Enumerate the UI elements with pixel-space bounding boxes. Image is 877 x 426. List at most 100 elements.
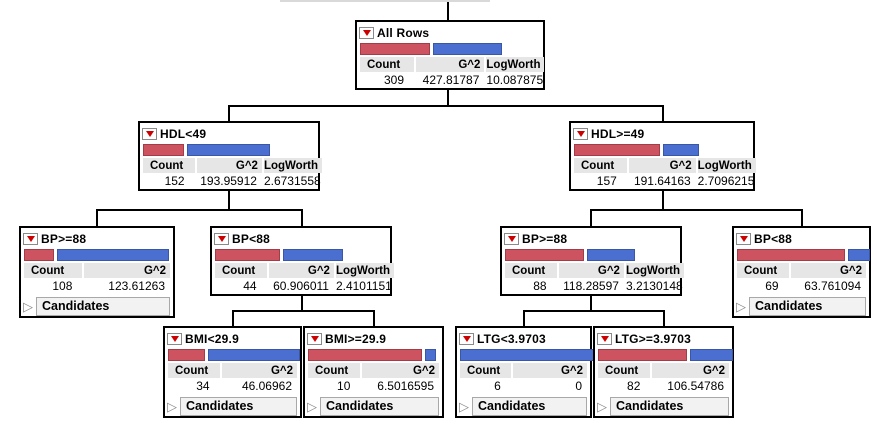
proportion-bar	[737, 249, 870, 261]
candidates-button[interactable]: Candidates	[180, 397, 297, 416]
red-triangle-icon	[170, 335, 179, 342]
red-triangle-icon	[145, 130, 154, 137]
proportion-bar	[24, 249, 169, 261]
red-triangle-menu-button[interactable]	[597, 332, 612, 345]
red-triangle-menu-button[interactable]	[307, 332, 322, 345]
disclosure-triangle-icon[interactable]: ▷	[23, 299, 33, 314]
node-title: All Rows	[377, 25, 430, 40]
stat-values: 88 118.28597 3.2130148	[502, 278, 682, 294]
candidates-button[interactable]: Candidates	[320, 397, 439, 416]
tree-connector	[662, 191, 664, 209]
candidates-row[interactable]: ▷ Candidates	[307, 397, 439, 416]
candidates-row[interactable]: ▷ Candidates	[597, 397, 729, 416]
red-triangle-menu-button[interactable]	[736, 232, 751, 245]
red-triangle-menu-button[interactable]	[214, 232, 229, 245]
node-title: BP<88	[754, 231, 793, 246]
node-title-row: LTG<3.9703	[457, 328, 590, 347]
red-triangle-icon	[362, 29, 371, 36]
candidates-row[interactable]: ▷ Candidates	[23, 297, 170, 316]
bar-segment-blue	[663, 144, 699, 156]
stat-value-count: 88	[533, 279, 547, 293]
stat-value-count: 157	[596, 174, 617, 188]
stat-value-g2: 123.61263	[108, 279, 165, 293]
stat-value-logworth: 3.2130148	[625, 279, 683, 293]
node-title-row: LTG>=3.9703	[595, 328, 732, 347]
column-header-g2: G^2	[628, 158, 696, 173]
candidates-button[interactable]: Candidates	[36, 297, 170, 316]
node-title: LTG<3.9703	[477, 331, 546, 346]
proportion-bar	[360, 43, 502, 55]
tree-connector	[232, 310, 234, 326]
red-triangle-icon	[507, 235, 516, 242]
stat-value-count: 108	[52, 279, 73, 293]
disclosure-triangle-icon[interactable]: ▷	[167, 399, 177, 414]
stat-values: 69 63.761094	[734, 278, 869, 294]
bar-segment-red	[574, 144, 660, 156]
column-header-g2: G^2	[221, 363, 297, 378]
stat-value-g2: 427.81787	[422, 73, 480, 87]
bar-segment-blue	[690, 349, 733, 361]
proportion-bar	[505, 249, 635, 261]
proportion-bar	[308, 349, 436, 361]
stat-value-g2: 118.28597	[563, 279, 619, 293]
stat-value-count: 34	[196, 379, 210, 393]
stat-value-g2: 0	[575, 379, 582, 393]
node-title-row: BMI<29.9	[165, 328, 300, 347]
column-header-count: Count	[360, 57, 414, 72]
tree-connector	[96, 209, 98, 226]
cropped-ui-edge	[280, 0, 490, 2]
red-triangle-menu-button[interactable]	[504, 232, 519, 245]
disclosure-triangle-icon[interactable]: ▷	[597, 399, 607, 414]
tree-connector	[447, 2, 449, 20]
red-triangle-menu-button[interactable]	[142, 127, 157, 140]
proportion-bar	[574, 144, 699, 156]
disclosure-triangle-icon[interactable]: ▷	[736, 299, 746, 314]
node-title: BMI>=29.9	[325, 331, 387, 346]
proportion-bar	[143, 144, 270, 156]
red-triangle-icon	[600, 335, 609, 342]
disclosure-triangle-icon[interactable]: ▷	[459, 399, 469, 414]
stat-value-g2: 63.761094	[804, 279, 861, 293]
column-header-g2: G^2	[84, 263, 170, 278]
bar-segment-red	[505, 249, 584, 261]
tree-connector	[447, 90, 449, 105]
node-title: BP<88	[232, 231, 271, 246]
candidates-button[interactable]: Candidates	[472, 397, 587, 416]
column-header-logworth: LogWorth	[335, 263, 395, 278]
stat-value-g2: 6.5016595	[377, 379, 434, 393]
column-header-logworth: LogWorth	[625, 263, 685, 278]
red-triangle-menu-button[interactable]	[459, 332, 474, 345]
bar-segment-red	[143, 144, 184, 156]
tree-connector	[663, 310, 665, 326]
column-header-count: Count	[308, 363, 361, 378]
proportion-bar	[215, 249, 343, 261]
stat-value-logworth: 2.7096215	[697, 174, 755, 188]
stat-value-count: 69	[765, 279, 779, 293]
column-header-g2: G^2	[558, 263, 624, 278]
red-triangle-menu-button[interactable]	[573, 127, 588, 140]
disclosure-triangle-icon[interactable]: ▷	[307, 399, 317, 414]
red-triangle-menu-button[interactable]	[359, 26, 374, 39]
red-triangle-menu-button[interactable]	[167, 332, 182, 345]
bar-segment-blue	[187, 144, 270, 156]
red-triangle-menu-button[interactable]	[23, 232, 38, 245]
candidates-row[interactable]: ▷ Candidates	[459, 397, 587, 416]
node-title: HDL<49	[160, 126, 207, 141]
red-triangle-icon	[26, 235, 35, 242]
column-header-count: Count	[143, 158, 195, 173]
candidates-button[interactable]: Candidates	[749, 297, 866, 316]
column-header-count: Count	[574, 158, 627, 173]
candidates-row[interactable]: ▷ Candidates	[167, 397, 297, 416]
bar-segment-red	[215, 249, 280, 261]
tree-connector	[96, 209, 303, 211]
column-header-count: Count	[168, 363, 220, 378]
candidates-button[interactable]: Candidates	[610, 397, 729, 416]
candidates-row[interactable]: ▷ Candidates	[736, 297, 866, 316]
bar-segment-red	[737, 249, 845, 261]
node-title-row: BMI>=29.9	[305, 328, 442, 347]
